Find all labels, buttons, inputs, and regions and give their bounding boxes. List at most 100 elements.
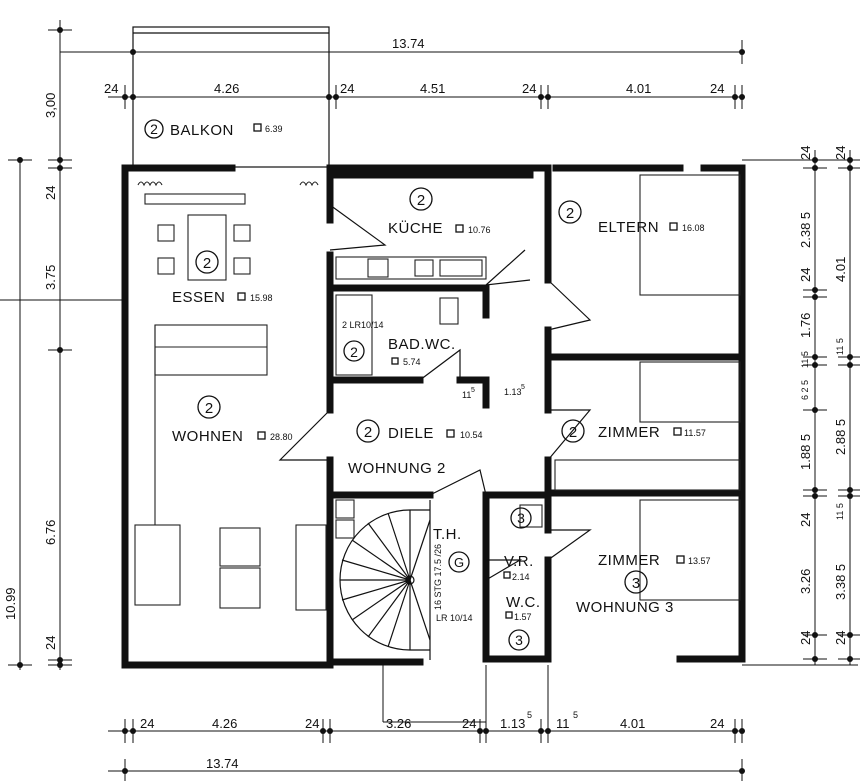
- top-dim-4: 24: [522, 81, 536, 96]
- right-dimensions: 24 2.38 5 24 1.76 11 5 6 2 5 1.88 5 24 3…: [798, 146, 848, 645]
- wohnen-area: 28.80: [270, 432, 293, 442]
- dimension-dot: [812, 407, 818, 413]
- essen-area: 15.98: [250, 293, 273, 303]
- dimension-dot: [812, 493, 818, 499]
- wohnung-2-label: WOHNUNG 2: [348, 460, 446, 477]
- left-dim-5: 10.99: [3, 587, 18, 620]
- dimension-dot: [732, 94, 738, 100]
- bottom-dim-7: 11: [556, 716, 570, 731]
- left-dim-4: 24: [43, 636, 58, 650]
- dimension-dot: [812, 294, 818, 300]
- zimmer-1-name: ZIMMER: [598, 424, 660, 441]
- dimension-dot: [847, 165, 853, 171]
- dimension-dot: [739, 768, 745, 774]
- dimension-dot: [327, 728, 333, 734]
- essen-unit: 2: [203, 255, 211, 272]
- dimension-dot: [57, 657, 63, 663]
- dimension-dot: [130, 49, 136, 55]
- dimension-dot: [739, 728, 745, 734]
- diele-name: DIELE: [388, 425, 434, 442]
- dim-1135: 1.13: [504, 387, 522, 397]
- dimension-ticks: [8, 27, 860, 781]
- lr-label: LR 10/14: [436, 613, 473, 623]
- dimension-dot: [17, 662, 23, 668]
- dimension-dot: [17, 157, 23, 163]
- dimension-dot: [538, 728, 544, 734]
- vr-name: V.R.: [504, 553, 534, 570]
- th-unit: 3: [517, 510, 525, 526]
- dimension-dot: [739, 94, 745, 100]
- dimension-dot: [320, 728, 326, 734]
- dimension-dot: [57, 27, 63, 33]
- eltern-unit: 2: [566, 205, 574, 222]
- right-outer-0: 24: [833, 146, 848, 160]
- spiral-stair: [339, 500, 431, 660]
- dimension-dot: [57, 662, 63, 668]
- th-name: T.H.: [433, 526, 462, 543]
- diele-unit: 2: [364, 424, 372, 441]
- dim-115-sup: 5: [471, 387, 475, 394]
- bad-label: 2 LR10/14 2 BAD.WC. 5.74: [342, 320, 456, 367]
- dimension-dot: [847, 632, 853, 638]
- wc-unit: 3: [515, 632, 523, 648]
- kueche-area: 10.76: [468, 225, 491, 235]
- bottom-dim-5: 1.13: [500, 716, 525, 731]
- bottom-dim-0: 24: [140, 716, 154, 731]
- dimension-dot: [847, 493, 853, 499]
- stair-g: G: [454, 555, 464, 570]
- essen-name: ESSEN: [172, 289, 225, 306]
- bottom-dim-4: 24: [462, 716, 476, 731]
- wohnen-label: 2 WOHNEN 28.80: [172, 395, 293, 445]
- dimension-dot: [477, 728, 483, 734]
- bad-name: BAD.WC.: [388, 336, 456, 353]
- door-lines: [278, 204, 592, 581]
- top-dim-2: 24: [340, 81, 354, 96]
- right-inner-1: 2.38 5: [798, 212, 813, 248]
- bottom-dim-10: 24: [710, 716, 724, 731]
- dimension-dot: [847, 487, 853, 493]
- right-outer-1: 4.01: [833, 257, 848, 282]
- right-inner-2: 24: [798, 268, 813, 282]
- right-inner-7: 24: [798, 513, 813, 527]
- zimmer-1-label: 2 ZIMMER 11.57: [561, 419, 706, 443]
- dim-1135-sup: 5: [521, 384, 525, 391]
- kueche-label: 2 KÜCHE 10.76: [388, 187, 491, 237]
- bottom-dim-6: 5: [527, 710, 532, 720]
- dimension-dot: [483, 728, 489, 734]
- bottom-dim-1: 4.26: [212, 716, 237, 731]
- th-label: T.H. 3 G 16 STG 17.5 /26 LR 10/14: [433, 507, 532, 623]
- vr-label: V.R. 2.14: [503, 553, 534, 582]
- wc-label: W.C. 1.57 3: [505, 594, 540, 651]
- dim-115: 11: [462, 390, 471, 400]
- wohnen-unit: 2: [205, 400, 213, 417]
- balkon-label: 2 BALKON 6.39: [144, 119, 283, 139]
- left-dimensions: 3,00 24 3.75 6.76 24 10.99: [3, 93, 58, 650]
- top-dim-5: 4.01: [626, 81, 651, 96]
- zimmer-2-label: ZIMMER 13.57 3: [598, 552, 711, 594]
- dimension-dot: [812, 157, 818, 163]
- top-total: 13.74: [392, 36, 425, 51]
- dimension-dot: [732, 728, 738, 734]
- dimension-dot: [812, 632, 818, 638]
- bottom-total: 13.74: [206, 756, 239, 771]
- inner-dim-labels: 11 5 1.13 5: [462, 384, 525, 400]
- dimension-dot: [57, 157, 63, 163]
- dimension-dot: [847, 157, 853, 163]
- top-dim-3: 4.51: [420, 81, 445, 96]
- dimension-dot: [326, 94, 332, 100]
- dimension-dot: [57, 165, 63, 171]
- dimension-dot: [812, 487, 818, 493]
- dimension-dot: [122, 728, 128, 734]
- eltern-label: 2 ELTERN 16.08: [558, 200, 705, 236]
- furniture: [134, 174, 741, 611]
- kueche-name: KÜCHE: [388, 219, 443, 237]
- bottom-dim-2: 24: [305, 716, 319, 731]
- right-inner-9: 24: [798, 631, 813, 645]
- kueche-unit: 2: [417, 192, 425, 209]
- top-dim-6: 24: [710, 81, 724, 96]
- right-inner-3: 1.76: [798, 313, 813, 338]
- top-dimensions: 13.74 24 4.26 24 4.51 24 4.01 24: [104, 36, 724, 96]
- right-outer-4: 11 5: [835, 503, 845, 520]
- right-inner-0: 24: [798, 146, 813, 160]
